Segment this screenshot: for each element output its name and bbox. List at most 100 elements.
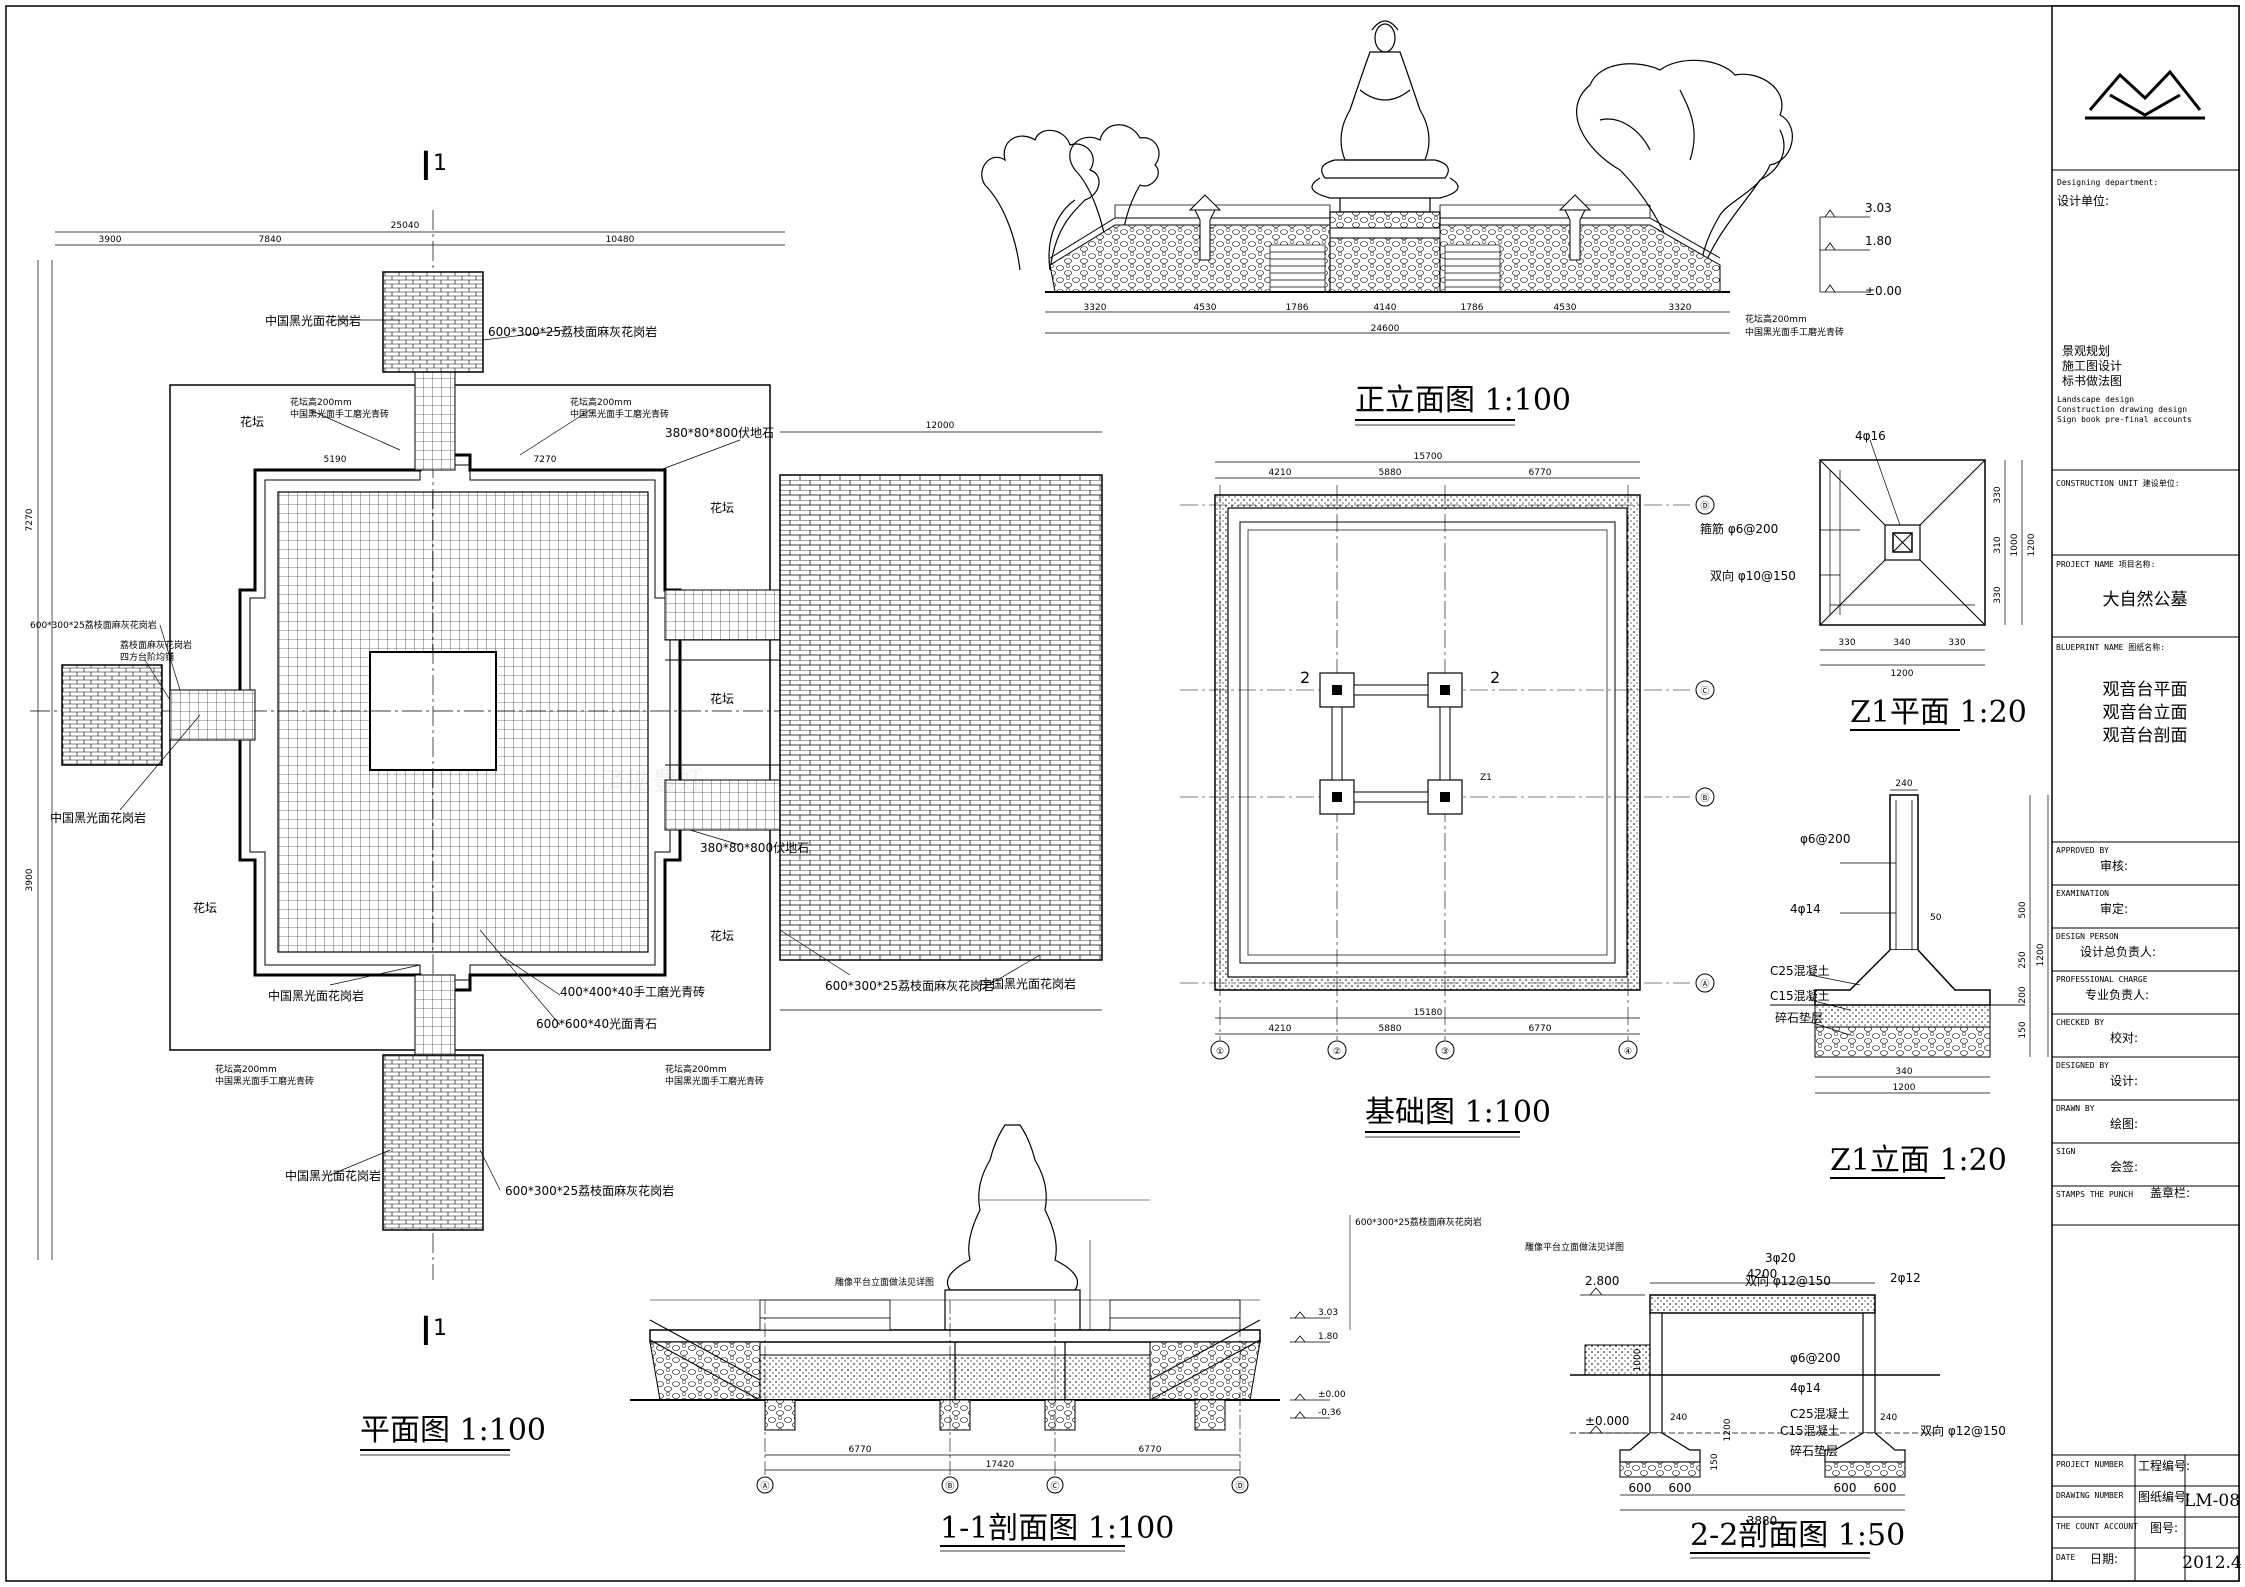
plan-label: 花坛 [710,500,734,515]
plan-dim: 7270 [534,455,557,465]
tb-date: 2012.4 [2182,1553,2241,1573]
plan-label: 中国黑光面手工磨光青砖 [665,1075,764,1087]
plan-right-paving [779,474,1103,961]
z1elev-label: C25混凝土 [1770,963,1830,978]
sec11-dim: 6770 [1139,1445,1162,1455]
foundation-cut-mark: 2 [1300,668,1310,687]
plan-dim: 10480 [606,235,635,245]
z1plan-label: 4φ16 [1855,429,1886,443]
sec22-label: 3φ20 [1765,1251,1796,1265]
plan-label: 荔枝面麻灰花岗岩 [120,639,192,651]
tb-sheet-cn: 图号: [2150,1521,2178,1535]
tb-scope-en: Construction drawing design [2057,405,2187,414]
tb-drawing-name: 观音台平面 [2103,680,2188,700]
tb-design-dept-cn: 设计单位: [2057,193,2109,208]
tb-scope-en: Landscape design [2057,395,2134,404]
sec22-dim: 1000 [1633,1348,1643,1371]
foundation-z1-tag: Z1 [1480,773,1492,783]
z1-plan-detail: 4φ16 箍筋 φ6@200 双向 φ10@150 330 340 330 12… [1700,429,2037,731]
tb-row-label: EXAMINATION [2056,889,2109,898]
tb-drawing-number-cn: 图纸编号: [2138,1489,2190,1504]
sec22-dim: 1200 [1723,1418,1733,1441]
sec22-label: 碎石垫层 [1790,1443,1838,1458]
plan-section-mark-bottom: I [420,1309,432,1355]
plan-label: 花坛 [193,900,217,915]
statue-guanyin [1311,20,1459,213]
front-dim-total: 24600 [1371,324,1400,334]
z1elev-dim: 1200 [2036,943,2046,966]
tb-row-label: STAMPS THE PUNCH [2056,1190,2133,1199]
plan-section-number: 1 [433,1316,447,1341]
section-2-2: 4200 600 600 600 600 3880 2.800 ±0.000 雕… [1525,1241,2006,1559]
front-note: 花坛高200mm [1745,313,1807,325]
plan-dim: 3900 [99,235,122,245]
foundation-axis: Ⓑ [1700,793,1709,804]
z1elev-dim: 250 [2018,951,2028,968]
z1plan-title: Z1平面 1:20 [1850,695,2027,730]
plan-label: 花坛高200mm [665,1063,727,1075]
tb-drawing-number-en: DRAWING NUMBER [2056,1491,2124,1500]
sec11-dim: 17420 [986,1460,1015,1470]
sec11-note: 雕像平台立面做法见详图 [835,1276,934,1288]
plan-label: 中国黑光面花岗岩 [265,313,361,328]
tb-drawing-name: 观音台立面 [2103,703,2188,723]
front-dim: 4530 [1194,303,1217,313]
plan-label: 中国黑光面花岗岩 [285,1168,381,1183]
tb-row-label: DESIGN PERSON [2056,932,2119,941]
foundation-plan: 15700 4210 5880 6770 [1180,452,1715,1138]
tb-drawing-number: LM-08 [2184,1491,2240,1511]
sec22-title: 2-2剖面图 1:50 [1690,1518,1905,1553]
tb-row-label: 盖章栏: [2150,1185,2190,1200]
plan-label: 600*300*25荔枝面麻灰花岗岩 [488,324,657,339]
sec11-level: 1.80 [1318,1332,1338,1342]
foundation-dim: 6770 [1529,468,1552,478]
foundation-dim: 5880 [1379,1024,1402,1034]
tb-row-label: 审核: [2100,858,2128,873]
sec22-level: 2.800 [1585,1274,1619,1288]
tb-row-label: APPROVED BY [2056,846,2109,855]
foundation-axis: ② [1333,1047,1341,1057]
z1-elevation-detail: 240 φ6@200 4φ14 C25混凝土 C15混凝土 碎石垫层 50 50… [1770,779,2049,1179]
z1elev-dim: 240 [1895,779,1912,789]
z1plan-dim: 310 [1993,536,2003,553]
sec11-axis: Ⓒ [1050,1481,1059,1492]
tb-scope: 景观规划 [2062,343,2110,358]
z1elev-label: C15混凝土 [1770,988,1830,1003]
tb-row-label: 绘图: [2110,1116,2138,1131]
plan-label: 中国黑光面花岗岩 [980,976,1076,991]
z1elev-dim: 150 [2018,1021,2028,1038]
tb-project-number-cn: 工程编号: [2138,1458,2190,1473]
foundation-axis: ① [1216,1047,1224,1057]
tb-row-label: DRAWN BY [2056,1104,2095,1113]
front-level: ±0.00 [1865,284,1902,298]
tb-scope-en: Sign book pre-final accounts [2057,415,2192,424]
plan-label: 四方台阶均铺 [120,651,174,663]
tb-drawing-name-label: BLUEPRINT NAME 图纸名称: [2056,642,2165,652]
sec11-note: 600*300*25荔枝面麻灰花岗岩 [1355,1216,1482,1228]
tb-sheet-en: THE COUNT ACCOUNT [2056,1522,2138,1531]
tb-project-number-en: PROJECT NUMBER [2056,1460,2124,1469]
watermark: 済拡豊妊 [600,767,704,797]
z1plan-dim: 1000 [2010,533,2020,556]
z1plan-dim: 330 [1948,638,1965,648]
foundation-cut-mark: 2 [1490,668,1500,687]
z1elev-dim: 500 [2018,901,2028,918]
tb-row-label: 校对: [2110,1030,2138,1045]
front-level: 3.03 [1865,201,1892,215]
sec22-label: φ6@200 [1790,1351,1840,1365]
plan-label: 380*80*800伏地石 [700,841,809,855]
foundation-dim: 15180 [1414,1008,1443,1018]
z1plan-dim: 330 [1993,486,2003,503]
foundation-dim: 15700 [1414,452,1443,462]
tb-row-label: 专业负责人: [2085,987,2149,1002]
foundation-axis: ③ [1441,1047,1449,1057]
plan-label: 中国黑光面手工磨光青砖 [215,1075,314,1087]
sec22-dim: 600 [1874,1481,1897,1495]
foundation-axis: ④ [1624,1047,1632,1057]
sec22-label: 双向 φ12@150 [1920,1423,2006,1438]
z1plan-dim: 330 [1993,586,2003,603]
z1elev-label: 4φ14 [1790,902,1821,916]
plan-label: 600*300*25荔枝面麻灰花岗岩 [30,619,157,631]
tb-scope: 标书做法图 [2062,373,2122,388]
sec22-label: 2φ12 [1890,1271,1921,1285]
